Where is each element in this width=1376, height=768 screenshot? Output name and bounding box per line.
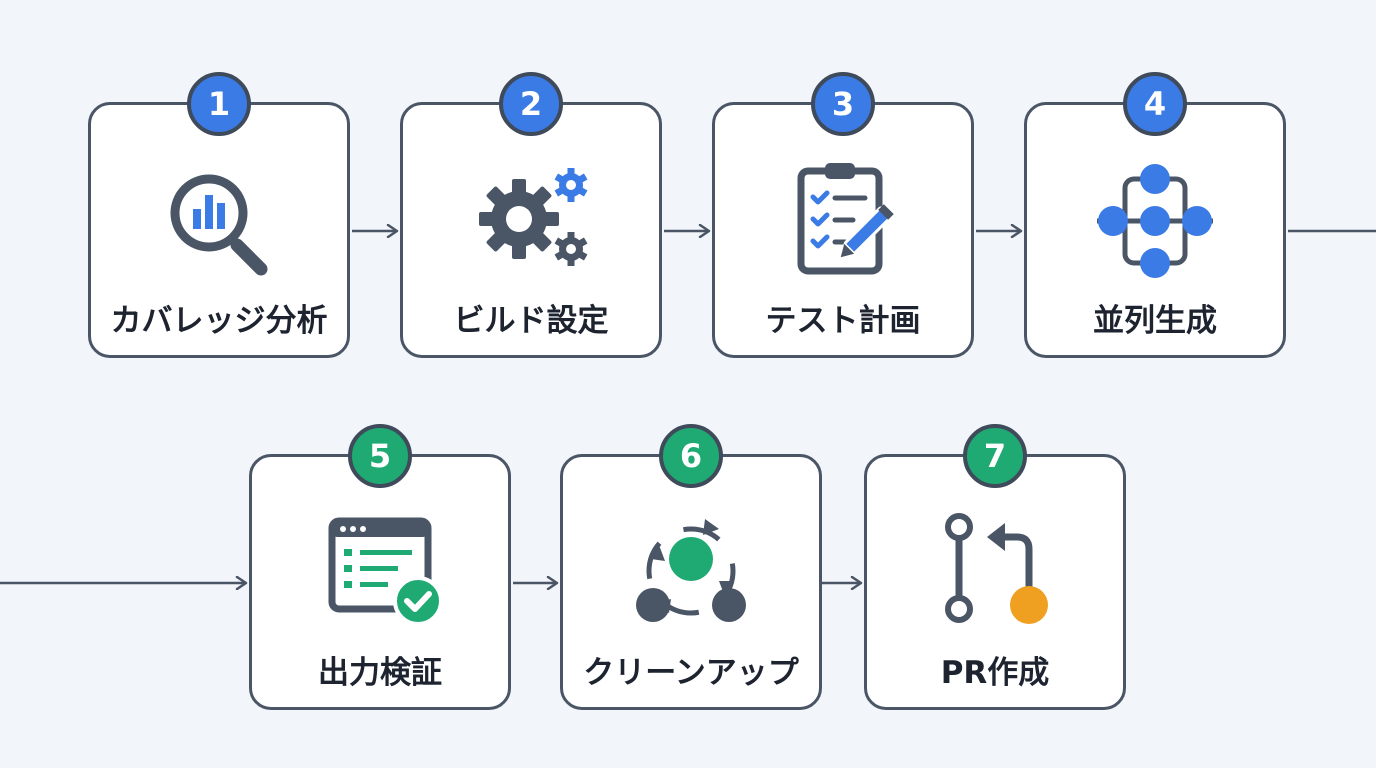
cycle-cleanup-icon (621, 509, 761, 639)
magnifier-chart-icon (149, 157, 289, 287)
step-badge-4: 4 (1123, 72, 1187, 136)
step-card-5: 5 出力検証 (249, 424, 511, 710)
step-label-6: クリーンアップ (583, 655, 799, 691)
step-label-3: テスト計画 (765, 303, 921, 339)
step-badge-6: 6 (659, 424, 723, 488)
parallel-network-icon (1085, 157, 1225, 287)
step-badge-5: 5 (348, 424, 412, 488)
pull-request-icon (925, 509, 1065, 639)
step-badge-2: 2 (499, 72, 563, 136)
step-card-7: 7 PR作成 (864, 424, 1126, 710)
step-card-6: 6 クリーンアップ (560, 424, 822, 710)
clipboard-checklist-icon (773, 157, 913, 287)
step-card-4: 4 並列生成 (1024, 72, 1286, 358)
step-badge-3: 3 (811, 72, 875, 136)
window-check-icon (310, 509, 450, 639)
step-badge-1: 1 (187, 72, 251, 136)
step-card-2: 2 (400, 72, 662, 358)
step-label-2: ビルド設定 (453, 303, 609, 339)
gears-icon (461, 157, 601, 287)
step-label-7: PR作成 (940, 655, 1050, 691)
step-card-3: 3 (712, 72, 974, 358)
step-card-1: 1 カバレッジ分析 (88, 72, 350, 358)
step-label-1: カバレッジ分析 (110, 303, 328, 339)
step-label-4: 並列生成 (1093, 303, 1217, 339)
step-label-5: 出力検証 (318, 655, 442, 691)
step-badge-7: 7 (963, 424, 1027, 488)
